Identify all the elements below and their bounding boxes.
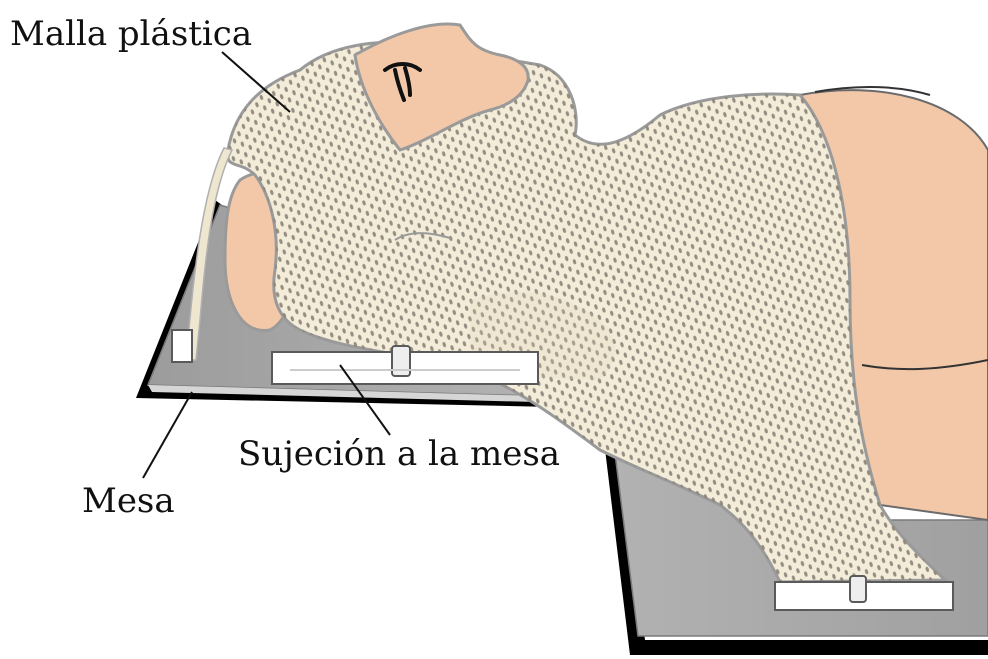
label-table: Mesa bbox=[82, 481, 175, 521]
table-fixation-side bbox=[172, 330, 192, 362]
table-fixation-left bbox=[272, 346, 538, 384]
label-table-fixation: Sujeción a la mesa bbox=[238, 434, 560, 474]
table-fixation-right bbox=[775, 576, 953, 610]
leader-table bbox=[143, 392, 192, 478]
label-plastic-mesh: Malla plástica bbox=[10, 14, 252, 54]
